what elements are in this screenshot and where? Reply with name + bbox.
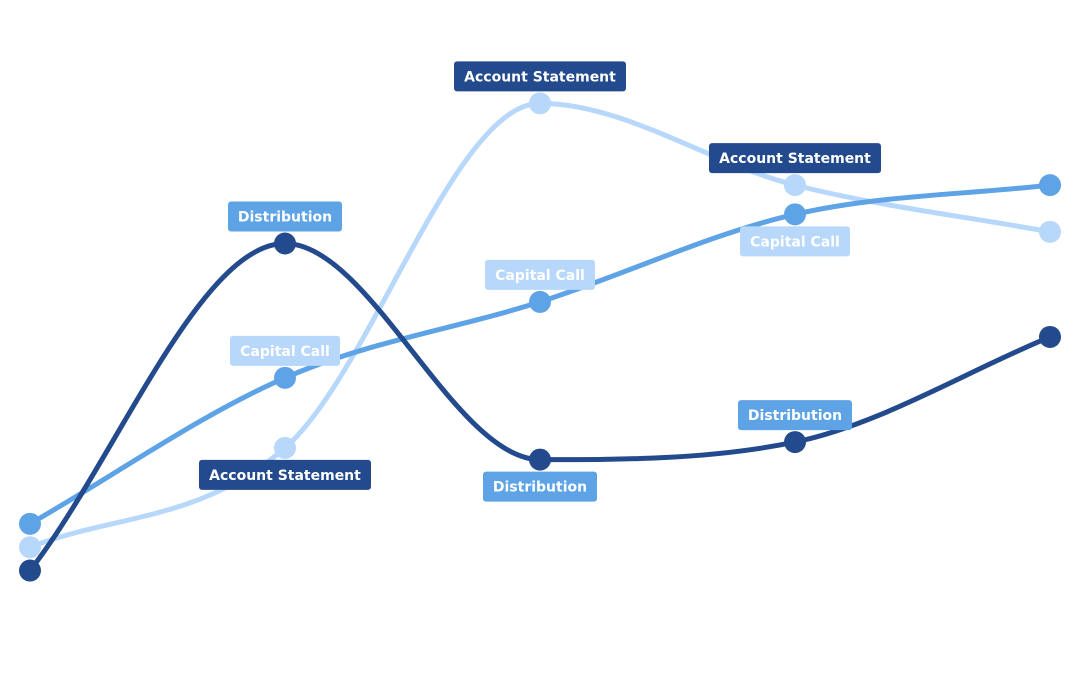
point-account-statement-0[interactable] (19, 536, 41, 559)
point-capital-call-2[interactable] (529, 290, 551, 313)
point-account-statement-3[interactable] (784, 174, 806, 197)
label-capital-call-2: Capital Call (485, 259, 595, 290)
point-distribution-1[interactable] (274, 232, 296, 255)
point-capital-call-1[interactable] (274, 366, 296, 389)
label-distribution-3: Distribution (738, 400, 852, 431)
label-text: Capital Call (495, 268, 585, 284)
label-box (483, 471, 597, 502)
point-account-statement-4[interactable] (1039, 220, 1061, 243)
label-box (740, 226, 850, 257)
series-line-distribution (27, 241, 1053, 574)
point-capital-call-0[interactable] (19, 512, 41, 535)
label-box (228, 201, 342, 232)
label-distribution-2: Distribution (483, 471, 597, 502)
series-line-account-statement (27, 100, 1053, 550)
label-text: Account Statement (719, 151, 871, 167)
label-box (454, 61, 626, 92)
label-capital-call-3: Capital Call (740, 226, 850, 257)
point-account-statement-2[interactable] (529, 92, 551, 115)
label-text: Capital Call (750, 234, 840, 250)
point-distribution-0[interactable] (19, 559, 41, 582)
label-text: Account Statement (464, 69, 616, 85)
label-text: Account Statement (209, 468, 361, 484)
point-capital-call-4[interactable] (1039, 174, 1061, 197)
series-points (19, 92, 1061, 582)
point-labels: DistributionDistributionDistributionCapi… (199, 61, 881, 502)
label-text: Distribution (748, 408, 842, 424)
label-text: Distribution (238, 210, 332, 226)
label-account-statement-2: Account Statement (454, 61, 626, 92)
label-box (485, 259, 595, 290)
label-capital-call-1: Capital Call (230, 335, 340, 366)
label-box (738, 400, 852, 431)
point-distribution-3[interactable] (784, 431, 806, 454)
label-account-statement-1: Account Statement (199, 459, 371, 490)
label-account-statement-3: Account Statement (709, 143, 881, 174)
label-box (199, 459, 371, 490)
point-capital-call-3[interactable] (784, 203, 806, 226)
point-distribution-4[interactable] (1039, 325, 1061, 348)
point-account-statement-1[interactable] (274, 436, 296, 459)
point-distribution-2[interactable] (529, 448, 551, 471)
label-distribution-1: Distribution (228, 201, 342, 232)
label-text: Distribution (493, 480, 587, 496)
label-box (230, 335, 340, 366)
label-box (709, 143, 881, 174)
label-text: Capital Call (240, 344, 330, 360)
